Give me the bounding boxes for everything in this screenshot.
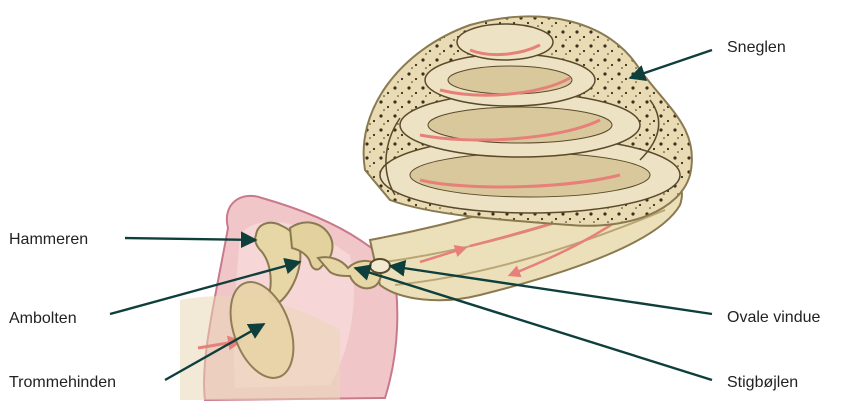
label-stigbojlen: Stigbøjlen [727, 375, 798, 391]
label-sneglen: Sneglen [727, 40, 786, 56]
cochlea-spiral [364, 16, 692, 225]
label-ambolten: Ambolten [9, 311, 77, 327]
leader-sneglen [630, 50, 712, 78]
label-trommehinden: Trommehinden [9, 375, 116, 391]
label-hammeren: Hammeren [9, 232, 88, 248]
label-ovale-vindue: Ovale vindue [727, 310, 820, 326]
oval-window [370, 259, 390, 273]
leader-stig [355, 268, 712, 380]
